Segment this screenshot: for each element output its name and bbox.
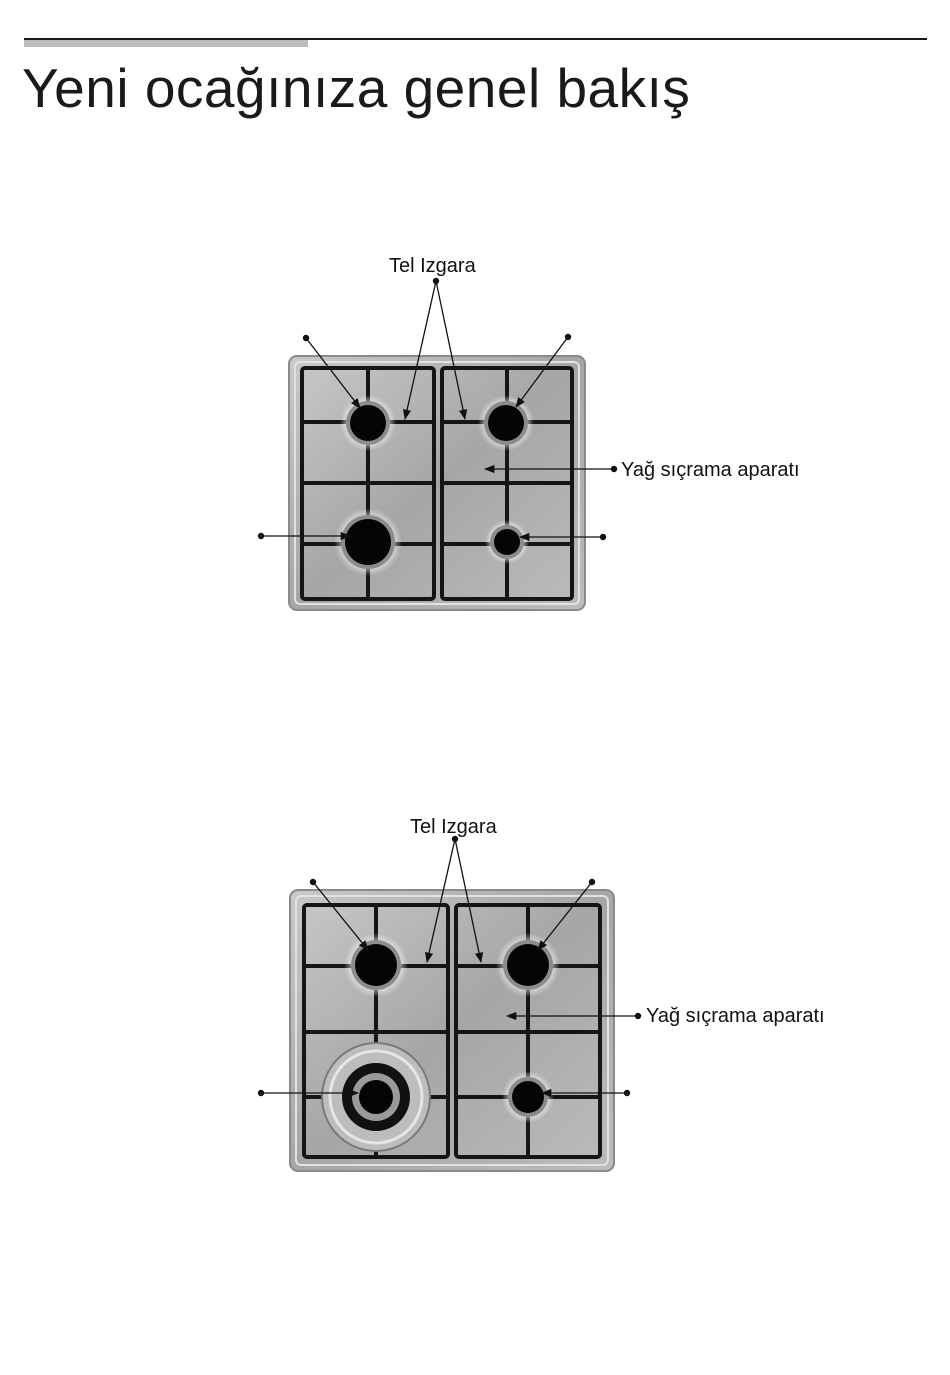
burner-front-right bbox=[502, 1071, 554, 1123]
burner-rear-left bbox=[340, 395, 396, 451]
hob-diagram-2: Tel Izgara Yağ sıçrama aparatı bbox=[258, 816, 825, 1171]
burner-rear-left bbox=[344, 933, 408, 997]
wok-burner-front-left bbox=[322, 1043, 430, 1151]
burner-front-right bbox=[485, 520, 529, 564]
burner-front-left bbox=[334, 508, 402, 576]
label-splash-guard: Yağ sıçrama aparatı bbox=[621, 459, 800, 481]
label-splash-guard: Yağ sıçrama aparatı bbox=[646, 1005, 825, 1027]
label-wire-grate: Tel Izgara bbox=[389, 255, 477, 277]
hob-diagram-1: Tel Izgara Yağ sıçrama aparatı bbox=[258, 255, 800, 610]
label-wire-grate: Tel Izgara bbox=[410, 816, 498, 838]
burner-rear-right bbox=[478, 395, 534, 451]
burner-rear-right bbox=[496, 933, 560, 997]
